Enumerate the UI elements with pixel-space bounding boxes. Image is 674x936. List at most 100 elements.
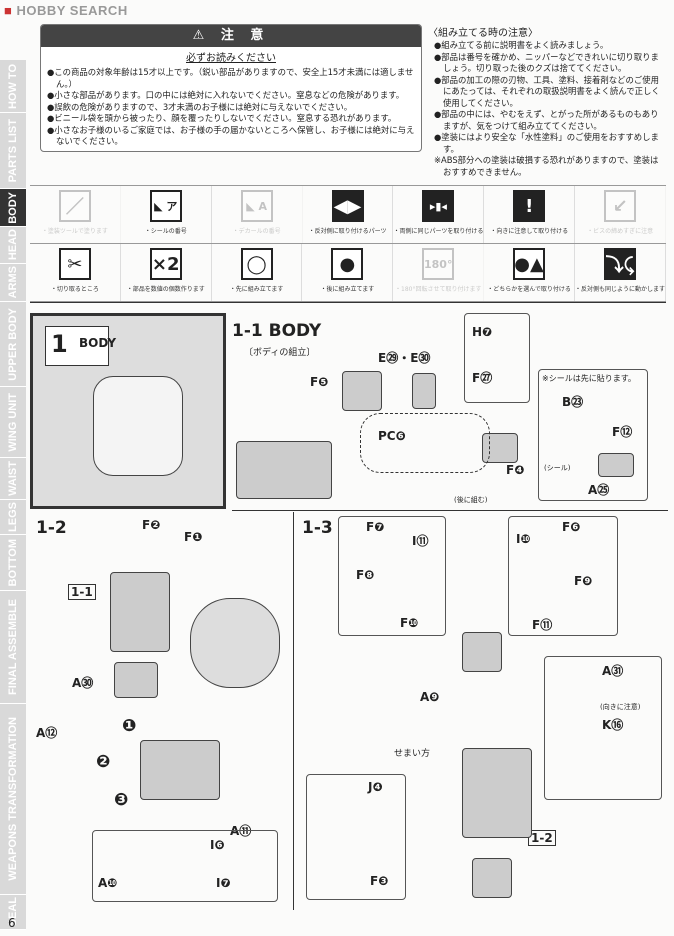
list-item: ●塗装にはより安全な「水性塗料」のご使用をおすすめします。 (434, 132, 659, 154)
logo-text: HOBBY SEARCH (16, 3, 128, 18)
part-label: 1-2 (528, 830, 556, 846)
part-label: F❷ (142, 518, 161, 532)
choose-one-icon: ●▲ (513, 248, 546, 280)
part-illustration (342, 371, 382, 411)
tab-weapons-transformation[interactable]: WEAPONS TRANSFORMATION (0, 704, 26, 895)
tab-arms[interactable]: ARMS (0, 263, 26, 302)
step-marker: ❸ (114, 790, 129, 810)
part-illustration (482, 433, 518, 463)
part-illustration (140, 740, 220, 800)
screw-icon: ↙ (604, 190, 637, 222)
notes-title: 〈組み立てる時の注意〉 (428, 28, 538, 39)
part-label: F❹ (506, 463, 525, 477)
detail-box (92, 830, 278, 902)
part-label: (シール) (544, 464, 571, 472)
legend-item: ×2・部品を数値の個数作ります (121, 244, 212, 301)
notes-list: ●組み立てる前に説明書をよく読みましょう。●部品は番号を確かめ、ニッパーなどでき… (428, 40, 668, 178)
tab-seal[interactable]: SEAL (0, 894, 26, 930)
part-label: H❼ (472, 325, 493, 339)
tab-label: WING UNIT (7, 392, 19, 452)
part-illustration (472, 858, 512, 898)
caution-subtitle: 必ずお読みください (186, 53, 276, 64)
exclamation-icon: ! (513, 190, 546, 222)
part-label: F⑫ (612, 425, 633, 439)
legend-label: ・シールの番号 (144, 228, 187, 235)
tab-head[interactable]: HEAD (0, 226, 26, 264)
legend-label: ・反対側に取り付けるパーツ (308, 228, 387, 235)
page-number: 6 (8, 916, 16, 930)
legend-label: ・後に組み立てます (320, 286, 375, 293)
icon-legend-row: ✂・切り取るところ×2・部品を数値の個数作ります◯・先に組み立てます●・後に組み… (30, 244, 666, 302)
tab-upper-body[interactable]: UPPER BODY (0, 301, 26, 388)
tab-body[interactable]: BODY (0, 189, 26, 227)
assembly-notes: 〈組み立てる時の注意〉 ●組み立てる前に説明書をよく読みましょう。●部品は番号を… (428, 24, 668, 178)
part-label: F❻ (562, 520, 581, 534)
tab-how-to[interactable]: HOW TO (0, 60, 26, 114)
part-illustration (110, 572, 170, 652)
tab-label: ARMS (7, 266, 19, 299)
tab-final-assemble[interactable]: FINAL ASSEMBLE (0, 590, 26, 705)
legend-item: ◣ A・デカールの番号 (212, 186, 303, 243)
step-1-1: 1-1 BODY 〔ボディの組立〕 H❼ F㉗ E㉙・E㉚ F❺ PC❻ F❹ … (232, 313, 668, 509)
list-item: ●小さな部品があります。口の中には絶対に入れないでください。窒息などの危険があり… (47, 90, 405, 100)
part-illustration (114, 662, 158, 698)
part-illustration (598, 453, 634, 477)
part-label: E㉙・E㉚ (378, 351, 431, 365)
both-sides-icon: ▸▮◂ (422, 190, 455, 222)
part-illustration (412, 373, 436, 409)
tab-parts-list[interactable]: PARTS LIST (0, 113, 26, 190)
tab-bottom[interactable]: BOTTOM (0, 535, 26, 591)
tab-label: HEAD (7, 229, 19, 261)
part-label: せまい方 (394, 749, 431, 759)
tab-label: WAIST (7, 460, 19, 496)
part-label: A㉛ (602, 664, 624, 678)
part-label: J❹ (368, 780, 383, 794)
part-label: F❿ (400, 616, 419, 630)
part-illustration (190, 598, 280, 688)
part-label: F❽ (356, 568, 375, 582)
legend-label: ・切り取るところ (50, 286, 99, 293)
step-subtitle: 〔ボディの組立〕 (244, 348, 316, 358)
assemble-first-icon: ◯ (240, 248, 273, 280)
list-item: ●組み立てる前に説明書をよく読みましょう。 (434, 40, 609, 50)
seal-icon: ◣ ア (149, 190, 182, 222)
legend-label: ・どちらかを選んで取り付ける (487, 286, 571, 293)
legend-item: ↙・ビスの締めすぎに注意 (575, 186, 667, 243)
part-label: A❿ (98, 876, 118, 890)
list-item: ●部品の加工の際の刃物、工具、塗料、接着剤などのご使用にあたっては、それぞれの取… (434, 74, 660, 108)
legend-item: ◣ ア・シールの番号 (121, 186, 212, 243)
part-label: PC❻ (378, 429, 406, 443)
tab-label: WEAPONS TRANSFORMATION (7, 717, 19, 881)
part-label: F㉗ (472, 371, 493, 385)
decal-icon: ◣ A (240, 190, 273, 222)
list-item: ●部品の中には、やむをえず、とがった所があるものもありますが、気をつけて組み立て… (434, 109, 659, 131)
part-label: F❶ (184, 530, 203, 544)
list-item: ●小さなお子様のいるご家庭では、お子様の手の届かないところへ保管し、お子様には絶… (47, 124, 415, 147)
part-label: A㉕ (588, 483, 610, 497)
assemble-later-icon: ● (331, 248, 364, 280)
tab-waist[interactable]: WAIST (0, 457, 26, 500)
step-1-3: 1-3 F❼ I⑪ F❽ F❿ F❻ I❿ F❾ F⑪ A❾ せまい方 J❹ F… (296, 512, 668, 910)
icon-legend-row: ／・塗装ツールで塗ります◣ ア・シールの番号◣ A・デカールの番号◀▶・反対側に… (30, 186, 667, 244)
part-label: I❿ (516, 532, 531, 546)
part-label: (向きに注意) (600, 703, 641, 711)
part-label: I❼ (216, 876, 231, 890)
part-illustration (462, 748, 532, 838)
caution-list: ●この商品の対象年齢は15才以上です。（鋭い部品がありますので、安全上15才未満… (41, 67, 421, 148)
tab-label: FINAL ASSEMBLE (7, 599, 19, 695)
tab-legs[interactable]: LEGS (0, 499, 26, 536)
list-item: ※ABS部分への塗装は破損する恐れがありますので、塗装はおすすめできません。 (434, 155, 659, 177)
list-item: ●部品は番号を確かめ、ニッパーなどできれいに切り取りましょう。切り取った後のクズ… (434, 51, 659, 74)
tab-wing-unit[interactable]: WING UNIT (0, 387, 26, 458)
tab-label: UPPER BODY (7, 307, 19, 381)
legend-label: ・部品を数値の個数作ります (126, 286, 205, 293)
legend-item: 180°・180°回転させて取り付けます (393, 244, 485, 301)
seal-note: ※シールは先に貼ります。 (542, 374, 636, 383)
detail-box (338, 516, 446, 636)
part-label: F❺ (310, 375, 329, 389)
legend-item: ◯・先に組み立てます (212, 244, 303, 301)
legend-label: ・両側に同じパーツを取り付ける (393, 228, 484, 235)
step-marker: ❶ (122, 716, 137, 736)
legend-item: ▸▮◂ ・両側に同じパーツを取り付ける (393, 186, 485, 243)
